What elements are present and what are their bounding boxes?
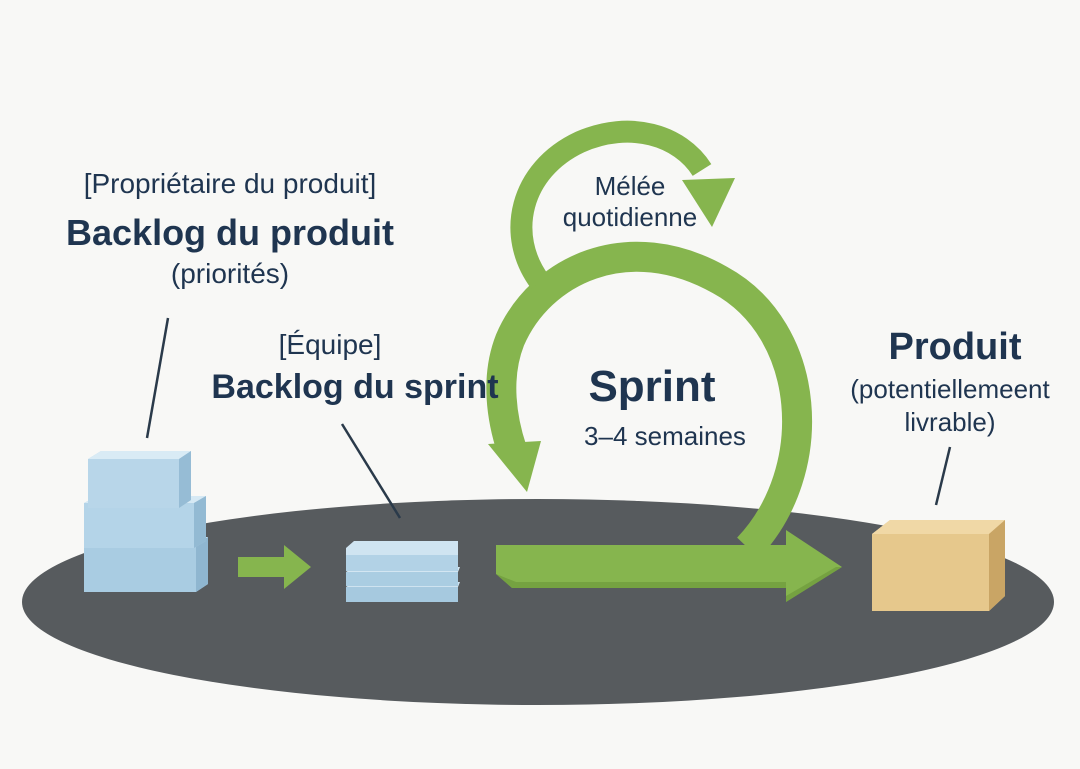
- product-subtitle-line1: (potentiellemeent: [850, 374, 1050, 404]
- product-backlog-stack: [84, 451, 208, 592]
- sprint-cycle-arrow: [486, 241, 842, 602]
- product-subtitle-line2: livrable): [904, 407, 996, 437]
- product-backlog-pointer: [145, 317, 170, 439]
- product-backlog-title: Backlog du produit: [66, 212, 394, 253]
- sprint-backlog-pointer: [340, 423, 402, 519]
- product-title: Produit: [888, 326, 1022, 368]
- product-pointer: [934, 446, 952, 506]
- product-backlog-subtitle: (priorités): [170, 258, 290, 289]
- daily-scrum-label-line1: Mélée: [594, 171, 666, 201]
- sprint-title: Sprint: [588, 362, 716, 411]
- product-backlog-role: [Propriétaire du produit]: [83, 168, 377, 199]
- sprint-backlog-title: Backlog du sprint: [211, 368, 499, 406]
- sprint-duration: 3–4 semaines: [584, 421, 746, 451]
- daily-scrum-arrow: [510, 120, 735, 289]
- sprint-backlog-stack: [346, 541, 460, 602]
- product-box: [872, 520, 1005, 611]
- handoff-arrow: [238, 545, 311, 589]
- sprint-backlog-role: [Équipe]: [278, 329, 382, 360]
- daily-scrum-label-line2: quotidienne: [562, 202, 698, 232]
